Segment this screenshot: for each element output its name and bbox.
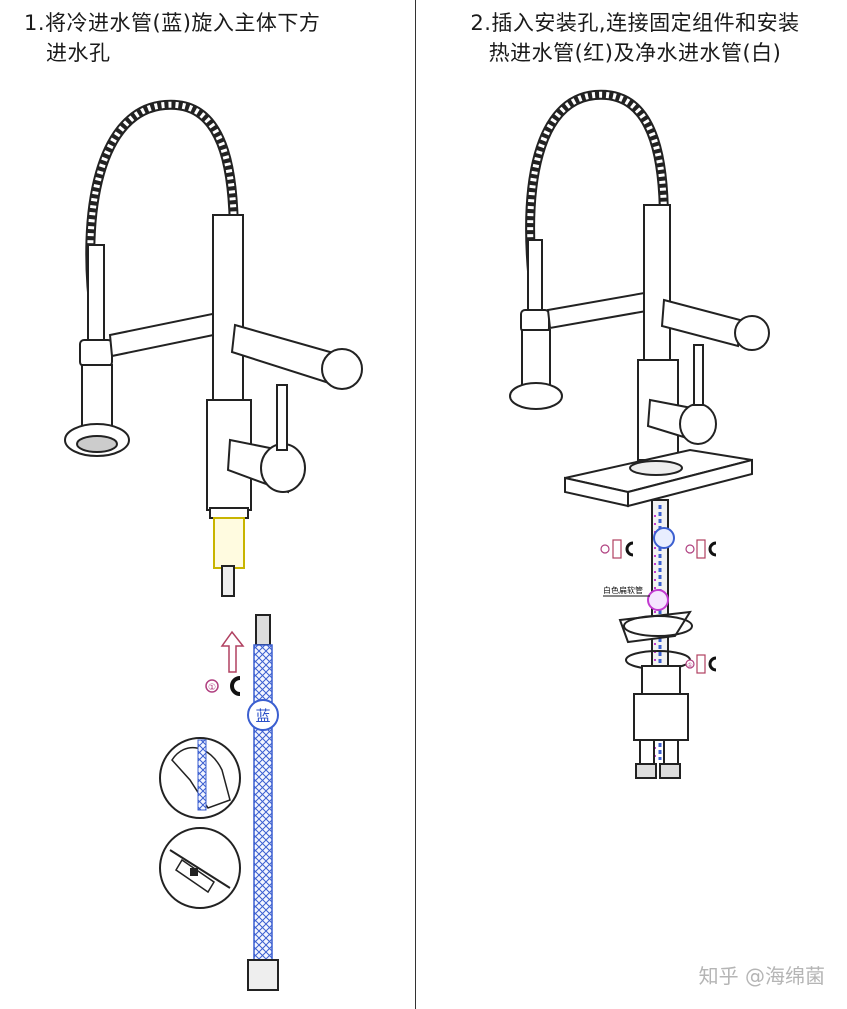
step-marker-left: ①: [208, 683, 216, 693]
hose-nut-bottom: [247, 959, 279, 991]
hose-fitting-top: [255, 614, 271, 646]
step1-caption-line2: 进水孔: [46, 41, 111, 65]
handle-right: [679, 403, 717, 445]
faucet-right: [509, 89, 770, 508]
c-clip-icon: [625, 541, 634, 557]
step1-caption-line1: 1.将冷进水管(蓝)旋入主体下方: [24, 11, 321, 35]
hose-label: 蓝: [255, 707, 270, 725]
lever-left: [276, 384, 288, 451]
c-clip-icon: [230, 676, 241, 696]
step2-caption-line2: 热进水管(红)及净水进水管(白): [488, 41, 782, 65]
white-pipe-label: 白色扁软管: [603, 585, 643, 595]
inlet-fitting-left: [221, 565, 235, 597]
faucet-column-right: [643, 204, 671, 386]
hose-label-badge: [247, 699, 279, 731]
spray-clip-left: [79, 339, 113, 367]
clip-marker-right-1: [600, 539, 634, 559]
faucet-column-left: [212, 214, 244, 406]
c-clip-icon: [708, 541, 717, 557]
clip-marker-right-3: ①: [685, 654, 717, 674]
detail-wrench: [159, 827, 241, 909]
spout-head-right: [734, 315, 770, 351]
handle-left: [260, 443, 306, 493]
step2-caption: 2.插入安装孔,连接固定组件和安装 热进水管(红)及净水进水管(白): [430, 8, 840, 68]
shank-left: [213, 517, 245, 569]
support-arm-right: [546, 290, 654, 330]
spring-coil-left: [85, 99, 239, 321]
clip-marker-right-2: [685, 539, 717, 559]
spout-arm-right: [660, 298, 742, 348]
spout-head-left: [321, 348, 363, 390]
watermark: 知乎 @海绵菌: [698, 964, 825, 988]
step1-caption: 1.将冷进水管(蓝)旋入主体下方 进水孔: [24, 8, 404, 68]
cold-water-hose: 蓝: [247, 614, 279, 991]
detail-hand-tighten: [159, 737, 241, 819]
c-clip-icon: [708, 656, 717, 672]
fixing-nut: [633, 693, 689, 741]
spray-nozzle-right: [509, 382, 563, 410]
arrow-up-icon: [220, 630, 245, 673]
support-arm-left: [108, 310, 230, 358]
spray-rod-left: [87, 244, 105, 346]
step-marker-right: ①: [687, 662, 692, 669]
panel-divider: [415, 0, 416, 1009]
faucet-left: [64, 99, 363, 597]
lever-right: [693, 344, 704, 406]
spring-coil-right: [525, 89, 669, 301]
step2-caption-line1: 2.插入安装孔,连接固定组件和安装: [470, 11, 800, 35]
clip-marker-left: ①: [205, 676, 241, 696]
spout-arm-left: [230, 323, 332, 384]
mounting-assembly: [618, 499, 693, 779]
